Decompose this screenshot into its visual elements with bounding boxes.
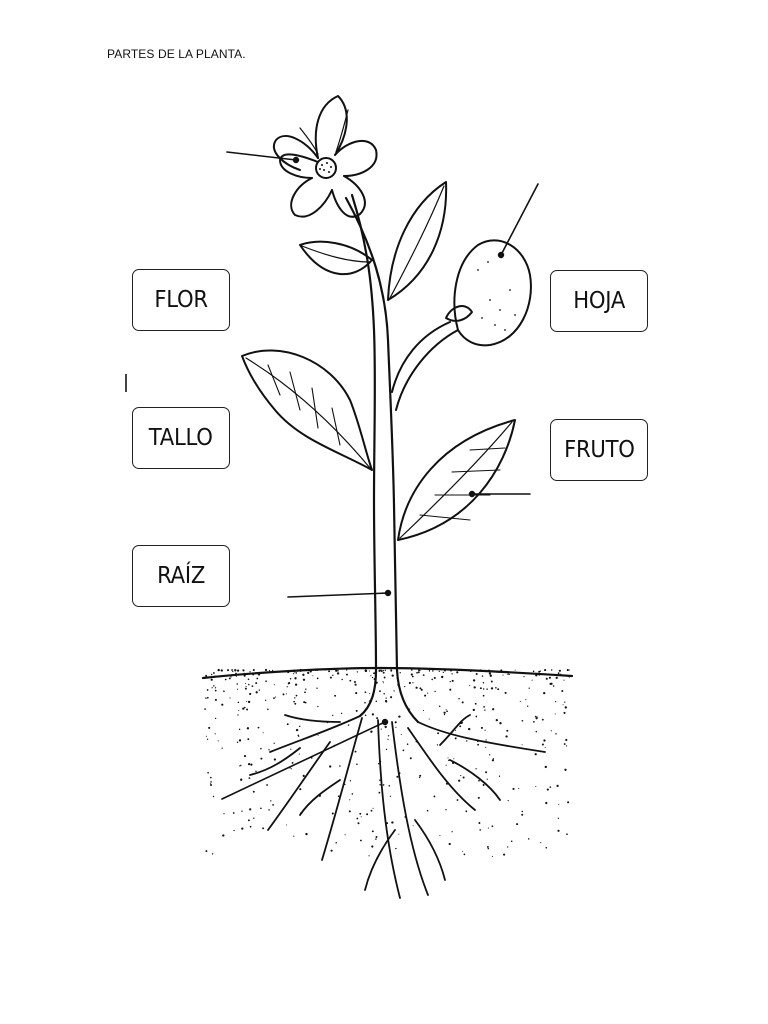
label-text-flor: FLOR — [154, 287, 208, 313]
label-box-raiz[interactable]: RAÍZ — [132, 545, 230, 607]
stem — [344, 193, 459, 724]
leader-line-stem — [287, 592, 389, 598]
fruit — [445, 239, 532, 347]
leaf-upper-left — [299, 240, 373, 276]
leader-line-root — [221, 721, 386, 800]
leaf-middle-right — [397, 419, 516, 541]
label-text-raiz: RAÍZ — [157, 563, 205, 589]
leader-dot-root — [381, 718, 389, 726]
leader-dot-leaf — [468, 490, 476, 498]
label-box-tallo[interactable]: TALLO — [132, 407, 230, 469]
flower — [273, 95, 378, 218]
label-text-hoja: HOJA — [573, 288, 625, 314]
leader-dot-fruit — [497, 251, 505, 259]
page-title: PARTES DE LA PLANTA. — [107, 47, 246, 61]
leader-dot-stem — [384, 589, 392, 597]
leader-line-fruit — [500, 183, 539, 256]
leaf-middle-left — [241, 349, 373, 471]
stray-pencil-mark — [125, 374, 127, 392]
label-box-fruto[interactable]: FRUTO — [550, 419, 648, 481]
leader-lines — [221, 151, 539, 800]
label-box-flor[interactable]: FLOR — [132, 269, 230, 331]
label-box-hoja[interactable]: HOJA — [550, 270, 648, 332]
label-text-tallo: TALLO — [149, 425, 213, 451]
label-text-fruto: FRUTO — [563, 437, 635, 463]
leader-line-flower — [226, 151, 297, 161]
roots — [249, 714, 546, 899]
leaf-upper-right — [387, 181, 448, 301]
leader-dot-flower — [292, 156, 300, 164]
